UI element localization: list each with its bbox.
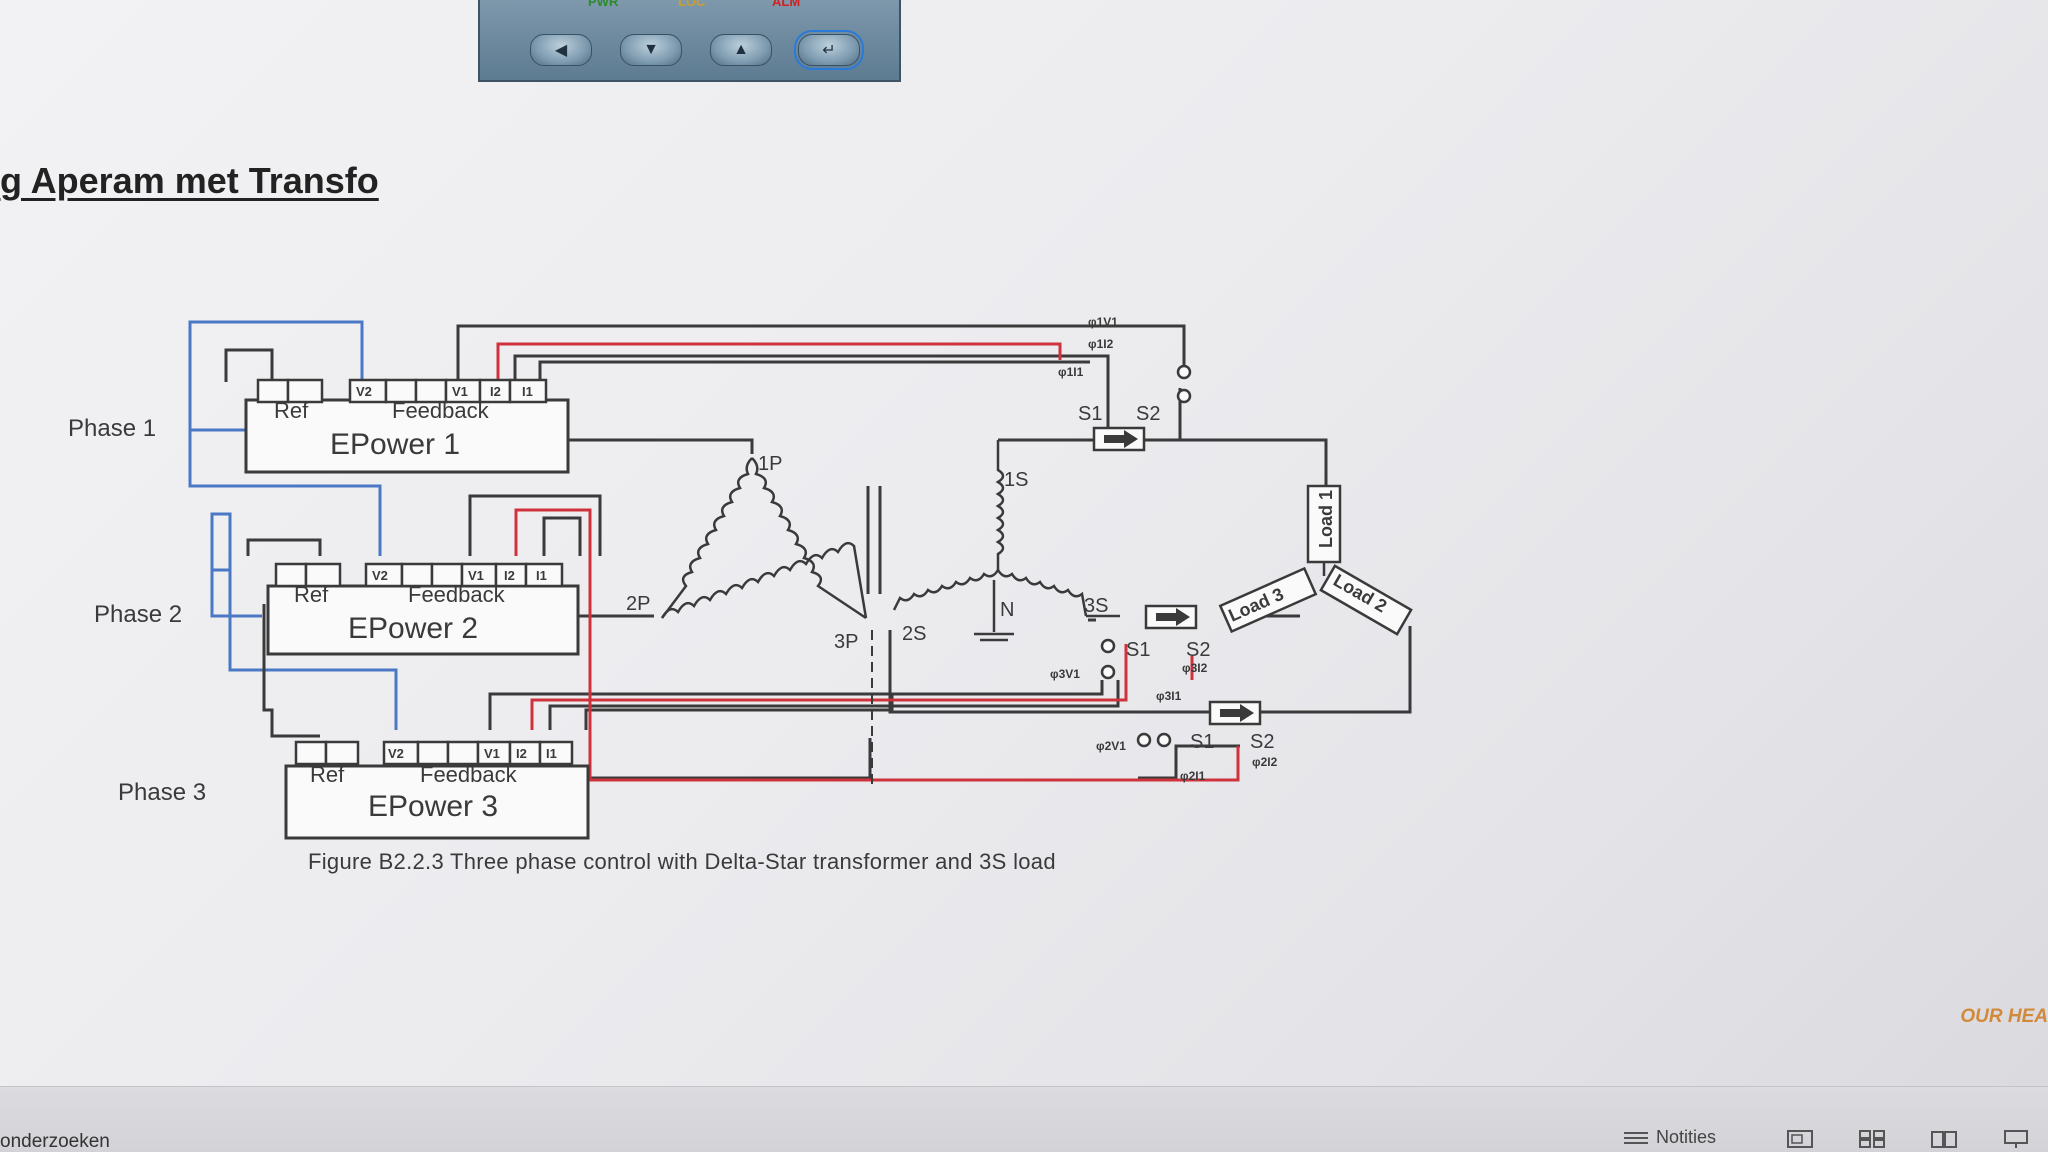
voltage-taps — [1100, 364, 1192, 748]
blue-wires — [188, 320, 398, 730]
epower-1-label: EPower 1 — [330, 428, 460, 461]
slide-sorter-icon — [1859, 1130, 1885, 1148]
ref-label-3: Ref — [310, 762, 345, 787]
ref-label-2: Ref — [294, 582, 329, 607]
terminal-i2-1: I2 — [490, 384, 501, 399]
terminal-v1-2: V1 — [468, 568, 484, 583]
phase-2-label: Phase 2 — [94, 601, 182, 628]
section-heading: g Aperam met Transfo — [0, 160, 379, 201]
phase-1-label: Phase 1 — [68, 415, 156, 442]
primary-1p-label: 1P — [758, 453, 782, 475]
terminal-v2-2: V2 — [372, 568, 388, 583]
primary-2p-label: 2P — [626, 593, 650, 615]
signal-phi1v1: φ1V1 — [1088, 315, 1118, 329]
feedback-label-1: Feedback — [392, 398, 490, 423]
feedback-label-3: Feedback — [420, 762, 518, 787]
loads — [1218, 484, 1413, 636]
signal-phi1i2: φ1I2 — [1088, 337, 1114, 351]
reading-view-button[interactable] — [1928, 1127, 1960, 1151]
figure-caption: Figure B2.2.3 Three phase control with D… — [308, 849, 1056, 874]
ct2-s2-label: S2 — [1250, 731, 1274, 753]
epower-3-label: EPower 3 — [368, 790, 498, 823]
load-1-label: Load 1 — [1316, 490, 1336, 548]
terminal-blocks — [256, 378, 574, 766]
slide-sorter-button[interactable] — [1856, 1127, 1888, 1151]
loc-led-label: LOC — [678, 0, 706, 9]
ct1-s1-label: S1 — [1078, 403, 1102, 425]
signal-phi1i1: φ1I1 — [1058, 365, 1084, 379]
ct2-s1-label: S1 — [1190, 731, 1214, 753]
red-wires — [496, 342, 1240, 782]
delta-primary-winding — [660, 457, 868, 620]
star-secondary-winding — [892, 440, 1120, 642]
device-panel-image: PWR LOC ALM ◀ ▼ ▲ ↵ — [478, 0, 901, 82]
terminal-v1-1: V1 — [452, 384, 468, 399]
status-bar: onderzoeken Notities — [0, 1086, 2048, 1152]
reading-view-icon — [1931, 1131, 1957, 1148]
signal-phi2v1: φ2V1 — [1096, 739, 1126, 753]
notes-icon — [1624, 1131, 1648, 1144]
enter-arrow-icon: ↵ — [794, 30, 864, 70]
secondary-3s-label: 3S — [1084, 595, 1108, 617]
signal-phi2i1: φ2I1 — [1180, 769, 1206, 783]
signal-phi3i2: φ3I2 — [1182, 661, 1208, 675]
terminal-v2-3: V2 — [388, 746, 404, 761]
epower-2-label: EPower 2 — [348, 612, 478, 645]
up-arrow-icon: ▲ — [710, 34, 772, 66]
dark-wires — [224, 324, 1412, 780]
signal-phi2i2: φ2I2 — [1252, 755, 1278, 769]
slideshow-button[interactable] — [2000, 1127, 2032, 1151]
terminal-i1-1: I1 — [522, 384, 533, 399]
search-status-text[interactable]: onderzoeken — [0, 1131, 110, 1152]
ct3-s2-label: S2 — [1186, 639, 1210, 661]
normal-view-button[interactable] — [1784, 1127, 1816, 1151]
neutral-label: N — [1000, 599, 1014, 621]
left-arrow-icon: ◀ — [530, 34, 592, 66]
terminal-v2-1: V2 — [356, 384, 372, 399]
pwr-led-label: PWR — [588, 0, 619, 9]
normal-view-icon — [1787, 1130, 1813, 1148]
ct1-s2-label: S2 — [1136, 403, 1160, 425]
epower-boxes — [244, 398, 590, 840]
feedback-label-2: Feedback — [408, 582, 506, 607]
ct3-s1-label: S1 — [1126, 639, 1150, 661]
terminal-i2-2: I2 — [504, 568, 515, 583]
secondary-1s-label: 1S — [1004, 469, 1028, 491]
transformer-core — [866, 486, 882, 784]
phase-3-label: Phase 3 — [118, 779, 206, 806]
alm-led-label: ALM — [772, 0, 801, 9]
side-promo-text: OUR HEA — [1960, 1006, 2048, 1027]
primary-3p-label: 3P — [834, 631, 858, 653]
terminal-v1-3: V1 — [484, 746, 500, 761]
down-arrow-icon: ▼ — [620, 34, 682, 66]
notes-button[interactable]: Notities — [1622, 1127, 1716, 1148]
device-leds: PWR LOC ALM — [480, 0, 899, 12]
wiring-diagram: Phase 1 Phase 2 Phase 3 EPower 1 EPower … — [68, 315, 1413, 840]
secondary-2s-label: 2S — [902, 623, 926, 645]
terminal-i1-2: I1 — [536, 568, 547, 583]
current-transformers — [1092, 426, 1262, 726]
notes-label: Notities — [1656, 1127, 1717, 1147]
slideshow-icon — [2004, 1130, 2028, 1148]
terminal-i2-3: I2 — [516, 746, 527, 761]
terminal-i1-3: I1 — [546, 746, 557, 761]
ref-label-1: Ref — [274, 398, 309, 423]
ct-arrows — [1104, 430, 1254, 722]
signal-phi3v1: φ3V1 — [1050, 667, 1080, 681]
signal-phi3i1: φ3I1 — [1156, 689, 1182, 703]
